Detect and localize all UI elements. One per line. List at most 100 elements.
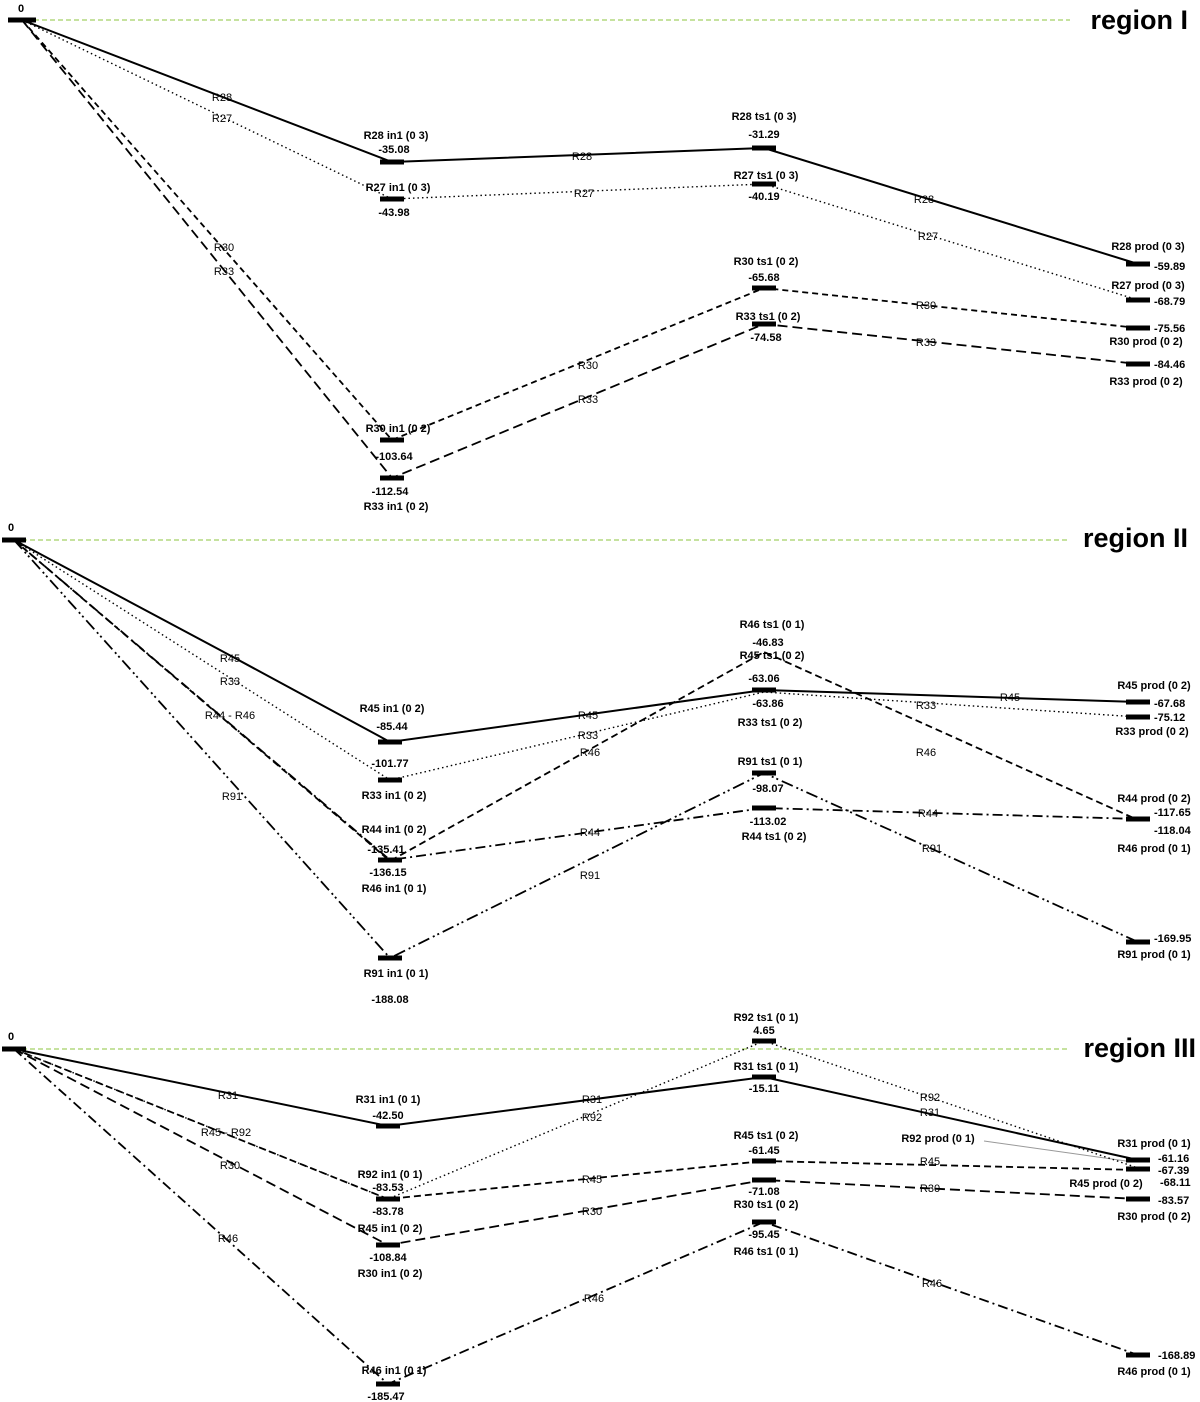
zero-energy-label: 0 [8,1031,14,1043]
state-energy: -188.08 [371,994,408,1006]
state-energy: -113.02 [750,816,787,828]
state-energy: 4.65 [753,1025,774,1037]
pathway-r30 [21,19,1139,442]
state-energy: -68.79 [1154,296,1185,308]
state-label: R33 ts1 (0 2) [736,311,801,323]
pathway-label: R33 [220,676,240,688]
pathway-label: R91 [222,791,242,803]
pathway-label: R46 [218,1233,238,1245]
state-energy: -46.83 [752,637,783,649]
pathway-r45 [13,539,1139,744]
pathway-label: R45 [582,1174,602,1186]
pathway-label: R27 [918,231,938,243]
state-label: R91 in1 (0 1) [364,968,429,980]
state-label: R44 in1 (0 2) [362,824,427,836]
state-label: R45 prod (0 2) [1117,680,1191,692]
state-energy: -61.45 [748,1145,779,1157]
zero-energy-label: 0 [18,3,24,15]
state-label: R33 in1 (0 2) [362,790,427,802]
state-energy: -169.95 [1154,933,1191,945]
pathway-r91 [13,539,1139,960]
leader-line [983,1140,1127,1162]
state-label: R30 prod (0 2) [1117,1211,1191,1223]
state-energy: -75.56 [1154,323,1185,335]
state-label: R45 in1 (0 2) [358,1223,423,1235]
state-energy: -168.89 [1158,1350,1195,1362]
state-energy: -83.57 [1158,1195,1189,1207]
state-label: R45 in1 (0 2) [360,703,425,715]
state-label: R27 ts1 (0 3) [734,170,799,182]
state-label: R45 prod (0 2) [1069,1178,1143,1190]
pathway-label: R28 [914,194,934,206]
state-label: R30 in1 (0 2) [358,1268,423,1280]
state-label: R33 in1 (0 2) [364,501,429,513]
pathway-label: R45 [1000,692,1020,704]
pathway-r45 [13,1048,1139,1200]
state-label: R92 in1 (0 1) [358,1169,423,1181]
pathway-label: R31 [920,1107,940,1119]
state-energy: -103.64 [375,451,413,463]
pathway-r46 [13,539,1139,863]
state-energy: -112.54 [372,486,410,498]
zero-energy-label: 0 [8,522,14,534]
state-energy: -40.19 [748,191,779,203]
pathway-label: R46 [922,1278,942,1290]
state-energy: -59.89 [1154,261,1185,273]
state-label: R46 in1 (0 1) [362,883,427,895]
state-energy: -65.68 [748,272,779,284]
state-energy: -63.06 [748,673,779,685]
state-label: R92 prod (0 1) [901,1133,975,1145]
state-energy: -108.84 [369,1252,407,1264]
state-label: R46 ts1 (0 1) [734,1246,799,1258]
state-energy: -83.78 [372,1206,403,1218]
state-label: R33 ts1 (0 2) [738,717,803,729]
region-3-panel: region III 0 R31 R31 R31 R92 R92 R45 - R… [2,1012,1196,1402]
state-label: R45 ts1 (0 2) [734,1130,799,1142]
pathway-label: R46 [580,747,600,759]
pathway-label: R33 [214,266,234,278]
state-label: R27 in1 (0 3) [366,182,431,194]
pathway-r46 [13,1048,1139,1386]
state-energy: -42.50 [372,1110,403,1122]
pathway-label: R31 [218,1090,238,1102]
pathway-label: R44 [580,827,600,839]
state-label: R33 prod (0 2) [1115,726,1189,738]
state-energy: -185.47 [367,1391,404,1402]
state-energy: -136.15 [369,867,406,879]
pathway-label: R27 [212,113,232,125]
pathway-label: R45 [920,1156,940,1168]
state-label: R46 in1 (0 1) [362,1365,427,1377]
state-energy: -31.29 [748,129,779,141]
state-energy: -95.45 [748,1229,779,1241]
pathway-label: R33 [916,700,936,712]
pathway-label: R30 [582,1206,602,1218]
pathway-label: R30 [916,300,936,312]
state-energy: -67.39 [1158,1165,1189,1177]
state-energy: -118.04 [1154,825,1192,837]
state-label: R91 prod (0 1) [1117,949,1191,961]
state-energy: -61.16 [1158,1153,1189,1165]
state-energy: -135.41 [367,844,404,856]
pathway-label: R30 [214,242,234,254]
state-label: R28 ts1 (0 3) [732,111,797,123]
region-2-panel: region II 0 R45 R45 R45 R33 R33 R33 R44 … [2,522,1192,1006]
pathway-label: R91 [922,843,942,855]
pathway-label: R92 [920,1092,940,1104]
state-label: R46 prod (0 1) [1117,843,1191,855]
pathway-label: R91 [580,870,600,882]
pathway-label: R33 [578,394,598,406]
pathway-r33 [13,539,1139,781]
pathway-r30 [13,1048,1139,1246]
state-energy: -71.08 [748,1186,779,1198]
state-label: R44 ts1 (0 2) [742,831,807,843]
pathway-label: R45 [578,710,598,722]
pathway-label: R30 [220,1160,240,1172]
state-label: R30 ts1 (0 2) [734,256,799,268]
state-label: R46 ts1 (0 1) [740,619,805,631]
pathway-label: R44 - R46 [205,710,255,722]
region-title: region I [1090,5,1188,35]
state-energy: -74.58 [750,332,781,344]
state-energy: -101.77 [371,758,408,770]
state-label: R91 ts1 (0 1) [738,756,803,768]
